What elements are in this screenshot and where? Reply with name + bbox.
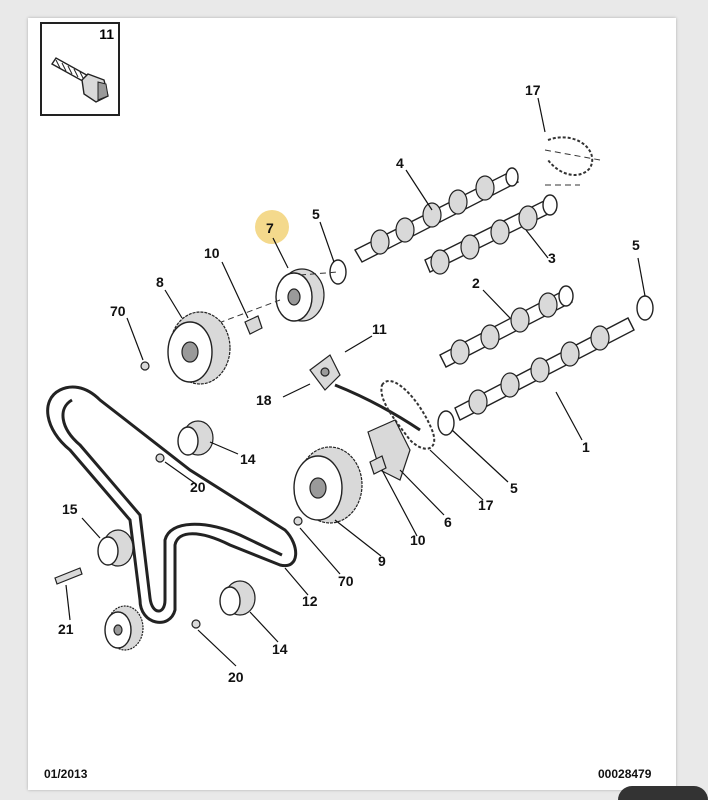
label-9: 9 [378, 553, 386, 569]
label-10-lower: 10 [410, 532, 426, 548]
label-3: 3 [548, 250, 556, 266]
label-70-lower: 70 [338, 573, 354, 589]
label-6: 6 [444, 514, 452, 530]
seal-5-lower [437, 410, 455, 436]
sprocket-8 [167, 311, 231, 385]
inset-label: 11 [99, 26, 114, 42]
inset-box-bolt: 11 [40, 22, 120, 116]
bolt-10-lower [369, 455, 387, 475]
seal-5-upper [329, 259, 347, 285]
label-5-lower: 5 [510, 480, 518, 496]
bolt-20-lower [191, 619, 201, 629]
label-17-lower: 17 [478, 497, 494, 513]
camshaft-4 [354, 167, 520, 263]
diagram-sheet [28, 18, 676, 790]
label-15: 15 [62, 501, 78, 517]
camshaft-2 [439, 285, 574, 368]
idler-14-upper [177, 420, 214, 456]
crank-sprocket [104, 605, 144, 651]
tensioner-15 [97, 529, 134, 567]
footer-reference: 00028479 [598, 767, 652, 781]
label-18: 18 [256, 392, 272, 408]
label-4: 4 [396, 155, 404, 171]
timing-chain-top [547, 136, 594, 176]
bolt-21 [54, 567, 83, 585]
label-20-lower: 20 [228, 669, 244, 685]
seal-5-right [636, 295, 654, 321]
highlight-circle [255, 210, 289, 244]
label-14-upper: 14 [240, 451, 256, 467]
corner-overlay [618, 786, 708, 800]
label-5-right: 5 [632, 237, 640, 253]
label-70-upper: 70 [110, 303, 126, 319]
label-12: 12 [302, 593, 318, 609]
label-2: 2 [472, 275, 480, 291]
tensioner-18 [309, 354, 341, 391]
bolt-20-upper [155, 453, 165, 463]
timing-belt-12 [46, 385, 298, 624]
label-20-upper: 20 [190, 479, 206, 495]
label-14-lower: 14 [272, 641, 288, 657]
bolt-70-upper [140, 361, 150, 371]
label-11: 11 [372, 321, 387, 337]
bolt-10-upper [244, 315, 263, 335]
label-10-upper: 10 [204, 245, 220, 261]
sprocket-9 [293, 446, 363, 524]
pulley-7 [275, 268, 325, 322]
bolt-icon [50, 57, 109, 103]
footer-date: 01/2013 [44, 767, 88, 781]
label-21: 21 [58, 621, 74, 637]
camshaft-1 [454, 317, 635, 421]
label-8: 8 [156, 274, 164, 290]
label-5-upper: 5 [312, 206, 320, 222]
label-17-top: 17 [525, 82, 541, 98]
camshaft-3 [424, 194, 558, 275]
bolt-70-lower [293, 516, 303, 526]
label-1: 1 [582, 439, 590, 455]
idler-14-lower [219, 580, 256, 616]
label-7: 7 [266, 220, 274, 236]
